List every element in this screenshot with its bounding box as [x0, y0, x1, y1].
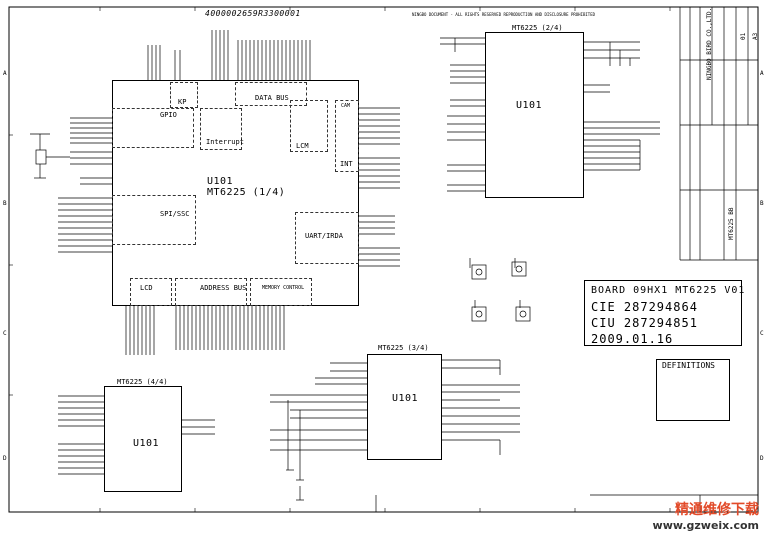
- grid-row-a-right: A: [760, 70, 764, 77]
- doc-id: 4000002659R3300001: [205, 9, 301, 18]
- title-block-size: A3: [752, 32, 759, 40]
- gpio-label: GPIO: [160, 111, 177, 119]
- interrupt-label: Interrupt: [206, 138, 244, 146]
- memory-control-block: [250, 278, 312, 306]
- u101-part2-title: MT6225 (2/4): [512, 24, 563, 32]
- u101-part4-body: [104, 386, 182, 492]
- lcd-block: [290, 100, 328, 152]
- definitions-title: DEFINITIONS: [662, 361, 715, 370]
- board-info-line3: CIU 287294851: [591, 316, 698, 330]
- board-info-date: 2009.01.16: [591, 332, 674, 346]
- address-bus-label: ADDRESS BUS: [200, 284, 247, 292]
- board-info-line1: BOARD 09HX1 MT6225 V01: [591, 285, 746, 296]
- watermark-cn: 精通维修下载: [675, 502, 759, 518]
- u101-part3-ref: U101: [392, 393, 419, 404]
- u101-part3-title: MT6225 (3/4): [378, 344, 429, 352]
- grid-row-c: C: [3, 330, 7, 337]
- grid-row-a: A: [3, 70, 7, 77]
- memory-control-label: MEMORY CONTROL: [262, 285, 305, 291]
- int-label: INT: [340, 160, 353, 168]
- u101-part3-body: [367, 354, 442, 460]
- lcm-label: LCM: [296, 142, 309, 150]
- data-bus-label: DATA BUS: [255, 94, 289, 102]
- grid-row-d: D: [3, 455, 7, 462]
- cam-block: [335, 100, 359, 172]
- cam-label: CAM: [341, 103, 351, 109]
- u101-part1-body: [112, 80, 359, 306]
- u101-part2-ref: U101: [516, 100, 543, 111]
- u101-part2-body: [485, 32, 584, 198]
- lcm-bottom-block: [130, 278, 172, 306]
- board-info-box: BOARD 09HX1 MT6225 V01 CIE 287294864 CIU…: [584, 280, 746, 346]
- u101-part1-ref: U101: [207, 176, 234, 187]
- title-block-sheet: 01: [740, 32, 747, 40]
- lcd-label: LCD: [140, 284, 153, 292]
- kp-block: [170, 82, 198, 108]
- u101-part4-title: MT6225 (4/4): [117, 378, 168, 386]
- document-notice: NINGBO DOCUMENT - ALL RIGHTS RESERVED RE…: [412, 12, 596, 17]
- definitions-box: [656, 359, 730, 421]
- grid-row-d-right: D: [760, 455, 764, 462]
- grid-row-c-right: C: [760, 330, 764, 337]
- uart-block: [295, 212, 359, 264]
- board-info-line2: CIE 287294864: [591, 300, 698, 314]
- title-block-company: NINGBO BIRD CO.,LTD.: [706, 7, 713, 80]
- u101-part1-title: MT6225 (1/4): [207, 187, 286, 198]
- spi-label: SPI/SSC: [160, 210, 190, 218]
- data-bus-block: [235, 82, 307, 106]
- gpio-block: [112, 108, 194, 148]
- uart-label: UART/IRDA: [305, 232, 343, 240]
- grid-row-b: B: [3, 200, 7, 207]
- u101-part4-ref: U101: [133, 438, 160, 449]
- watermark-url: www.gzweix.com: [652, 519, 759, 532]
- title-block-drawing: MT6225 BB: [728, 207, 735, 240]
- kp-label: KP: [178, 98, 187, 106]
- spi-block: [112, 195, 196, 245]
- grid-row-b-right: B: [760, 200, 764, 207]
- interrupt-block: [200, 108, 242, 150]
- address-bus-block: [175, 278, 247, 306]
